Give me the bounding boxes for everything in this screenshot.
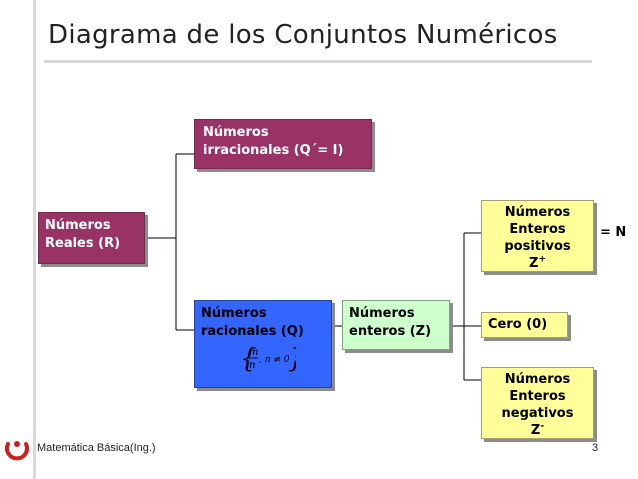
node-label-line: Enteros [509,222,566,237]
naturales-equivalence: = N [600,225,627,240]
formula-condition: , n ≠ 0 [259,355,290,365]
node-enteros-positivos: Números Enteros positivos Z+ [481,200,594,272]
left-decorative-rule [33,0,36,479]
page-number: 3 [592,442,599,454]
page-title: Diagrama de los Conjuntos Numéricos [48,20,558,50]
formula-numerator: m [249,347,258,358]
node-label-line: positivos [504,239,571,254]
node-numeros-reales: Números Reales (R) [38,212,145,264]
node-label-line: Números [504,372,571,387]
symbol-superscript: - [540,421,545,432]
symbol-letter: Z [530,423,541,438]
racionales-set-formula: { m n , n ≠ 0 } [240,344,296,374]
symbol-letter: Z [529,256,539,271]
right-brace: } [288,344,296,374]
footer-course-name: Matemática Básica(Ing.) [37,442,156,454]
node-numeros-irracionales: Números irracionales (Q´= I) [194,119,372,169]
node-numeros-racionales: Números racionales (Q) { m n , n ≠ 0 } [194,300,332,388]
formula-denominator: n [249,360,255,371]
node-label-line: negativos [501,406,574,421]
node-label-line: Números [45,218,111,233]
university-logo-icon [5,441,29,461]
node-enteros-negativos: Números Enteros negativos Z- [481,367,594,439]
node-label-line: Números [349,306,415,321]
node-label-line: Números [201,306,267,321]
node-label-line: Reales (R) [45,236,121,251]
left-brace: { [240,344,257,374]
node-label-line: Enteros [509,389,566,404]
node-label-line: Números [203,125,269,140]
node-symbol: Z+ [486,255,589,272]
node-symbol: Z- [486,422,589,439]
symbol-superscript: + [538,254,546,265]
title-underline [44,60,592,63]
node-label-line: irracionales (Q´= I) [203,143,344,158]
node-cero: Cero (0) [481,312,568,338]
node-numeros-enteros: Números enteros (Z) [342,300,450,350]
node-label-line: enteros (Z) [349,324,432,339]
node-label-line: racionales (Q) [201,324,304,339]
node-label-line: Números [504,205,571,220]
